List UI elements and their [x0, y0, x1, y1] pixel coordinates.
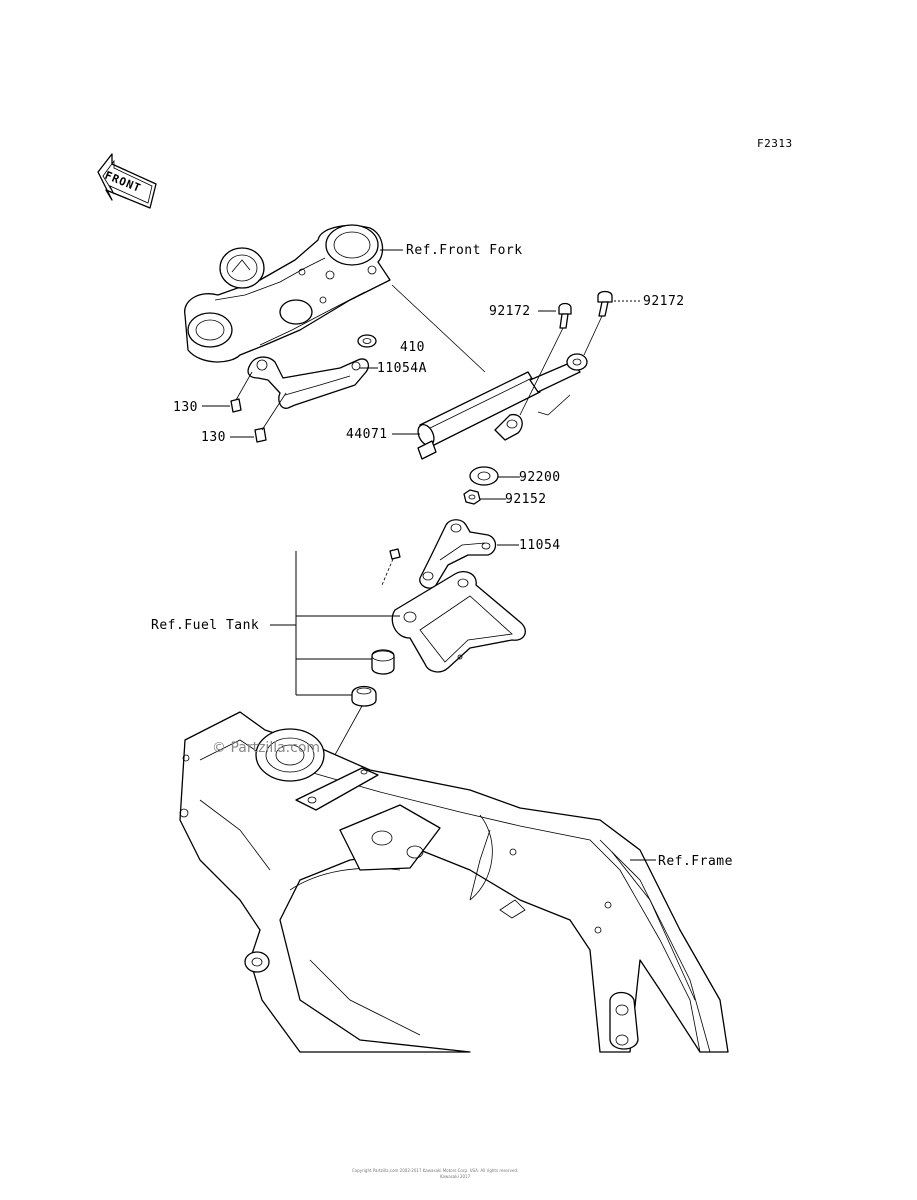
front-direction-arrow-icon: FRONT: [97, 153, 157, 209]
label-92172-b: 92172: [643, 294, 685, 309]
label-44071: 44071: [346, 427, 388, 442]
label-ref-fuel-tank: Ref.Fuel Tank: [151, 618, 259, 633]
label-92172-a: 92172: [489, 304, 531, 319]
label-11054: 11054: [519, 538, 561, 553]
collar-lower: [351, 685, 377, 707]
bolt-small: [381, 548, 401, 586]
upper-triple-clamp: [184, 224, 391, 363]
label-130-a: 130: [173, 400, 198, 415]
bracket-11054: [419, 519, 497, 589]
frame: [179, 711, 729, 1053]
bolt-130-b: [254, 392, 287, 443]
bolt-130-a: [230, 371, 253, 413]
label-92200: 92200: [519, 470, 561, 485]
diagram-code: F2313: [757, 137, 793, 150]
copyright-line-2: Kawasaki 2017: [440, 1174, 471, 1179]
grommet-upper: [371, 649, 395, 675]
washer-410: [357, 334, 377, 348]
washer-92200: [469, 466, 499, 486]
label-ref-front-fork: Ref.Front Fork: [406, 243, 523, 258]
bracket-11054a: [247, 356, 370, 409]
nut-92152: [463, 489, 481, 505]
bolt-92172-b: [583, 290, 613, 356]
label-11054a: 11054A: [377, 361, 427, 376]
label-130-b: 130: [201, 430, 226, 445]
copyright-line-1: Copyright Partzilla.com 2002-2017 Kawasa…: [352, 1168, 518, 1173]
mount-plate: [391, 570, 526, 673]
label-410: 410: [400, 340, 425, 355]
steering-damper-44071: [417, 353, 588, 460]
label-92152: 92152: [505, 492, 547, 507]
bolt-92172-a: [519, 302, 572, 416]
label-ref-frame: Ref.Frame: [658, 854, 733, 869]
fuel-tank-leader: [270, 551, 400, 696]
watermark: © Partzilla.com: [212, 740, 320, 756]
